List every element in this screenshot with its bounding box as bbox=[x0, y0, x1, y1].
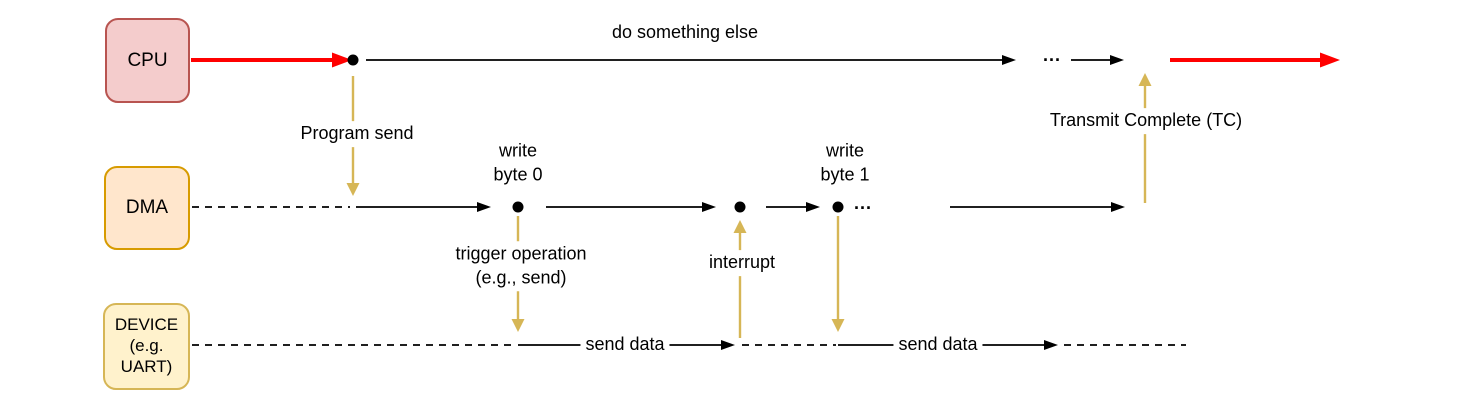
do-something-else-arrowhead bbox=[1002, 55, 1016, 65]
cpu-continue-arrowhead bbox=[1320, 52, 1340, 68]
write-byte-1-dot bbox=[832, 201, 844, 213]
send-data-1-arrowhead bbox=[721, 340, 735, 350]
program-send-arrowhead bbox=[346, 183, 360, 196]
cpu-active-arrowhead bbox=[332, 52, 352, 68]
transmit-complete-label: Transmit Complete (TC) bbox=[1044, 108, 1248, 134]
dma-arrow-3-head bbox=[806, 202, 820, 212]
write-byte-0-dot bbox=[512, 201, 524, 213]
transmit-complete-arrowhead bbox=[1138, 73, 1152, 86]
dma-arrow-2-head bbox=[702, 202, 716, 212]
send-data-label-2: send data bbox=[893, 332, 983, 358]
trigger-operation-arrowhead bbox=[511, 319, 525, 332]
device-node: DEVICE (e.g. UART) bbox=[103, 303, 190, 390]
device-node-label: DEVICE (e.g. UART) bbox=[114, 315, 179, 376]
dma-node-label: DMA bbox=[125, 197, 169, 219]
cpu-timeline bbox=[191, 52, 1340, 68]
send-data-label-1: send data bbox=[580, 332, 670, 358]
send-data-2-arrowhead bbox=[1044, 340, 1058, 350]
write-byte-0-label: write byte 0 bbox=[493, 140, 543, 184]
cpu-resume-arrowhead bbox=[1110, 55, 1124, 65]
trigger-operation-label: trigger operation (e.g., send) bbox=[450, 241, 592, 291]
cpu-ellipsis-label: ... bbox=[1042, 45, 1062, 66]
dma-node: DMA bbox=[104, 166, 190, 250]
interrupt-label: interrupt bbox=[703, 250, 781, 276]
dma-arrow-1-head bbox=[477, 202, 491, 212]
write-byte-1-trigger-arrowhead bbox=[831, 319, 845, 332]
interrupt-dot bbox=[734, 201, 746, 213]
interrupt-arrowhead bbox=[733, 220, 747, 233]
signal-arrows bbox=[346, 73, 1152, 338]
write-byte-1-label: write byte 1 bbox=[820, 140, 870, 184]
do-something-else-label: do something else bbox=[611, 22, 759, 43]
cpu-node: CPU bbox=[105, 18, 190, 103]
dma-timeline bbox=[192, 201, 1125, 213]
cpu-node-label: CPU bbox=[127, 49, 168, 71]
dma-arrow-4-head bbox=[1111, 202, 1125, 212]
device-timeline bbox=[192, 340, 1186, 350]
dma-ellipsis-label: ... bbox=[853, 193, 873, 214]
cpu-event-dot bbox=[347, 54, 359, 66]
program-send-label: Program send bbox=[295, 121, 419, 147]
